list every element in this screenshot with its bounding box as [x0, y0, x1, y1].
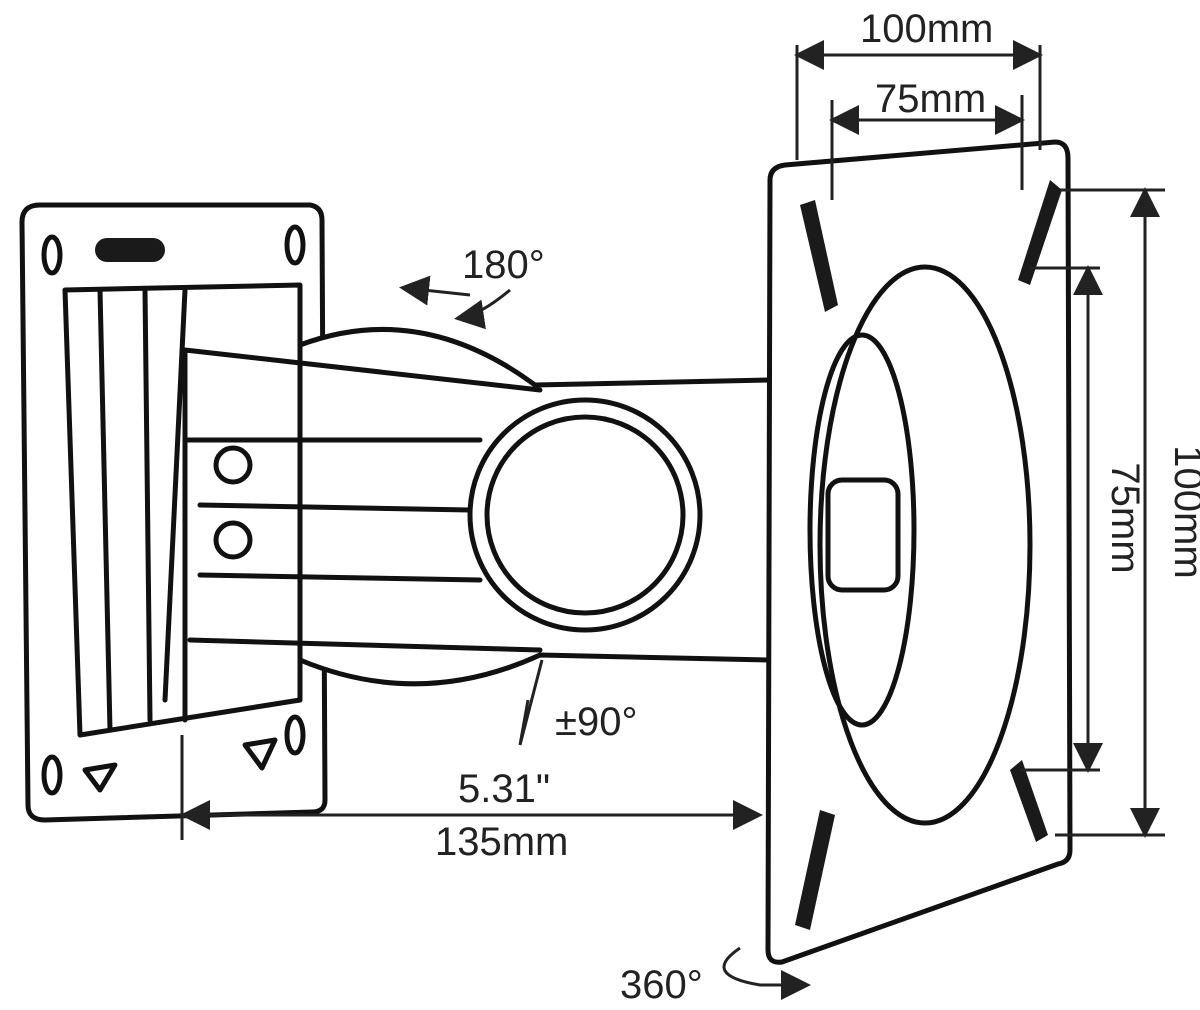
swing-arm — [182, 326, 773, 723]
slot-icon — [284, 714, 306, 756]
screw-icon — [213, 520, 253, 560]
screw-icon — [213, 445, 253, 485]
label-tilt: 180° — [462, 243, 545, 287]
slot-icon — [41, 234, 63, 276]
label-extension-in: 5.31" — [458, 767, 550, 811]
vesa-plate — [765, 139, 1073, 965]
label-extension-mm: 135mm — [435, 820, 568, 864]
wall-plate — [19, 202, 328, 823]
screw-icon — [95, 238, 165, 262]
slot-icon — [284, 224, 306, 266]
nut-icon — [825, 477, 901, 593]
label-side-inner: 75mm — [1103, 462, 1147, 573]
label-rotation: 360° — [620, 963, 703, 1007]
label-side-outer: 100mm — [1166, 445, 1200, 578]
label-top-outer: 100mm — [860, 7, 993, 51]
label-swivel: ±90° — [555, 700, 637, 744]
label-top-inner: 75mm — [875, 77, 986, 121]
dimensions — [180, 40, 1165, 1000]
pivot-joint — [467, 397, 703, 633]
slot-icon — [41, 754, 63, 796]
